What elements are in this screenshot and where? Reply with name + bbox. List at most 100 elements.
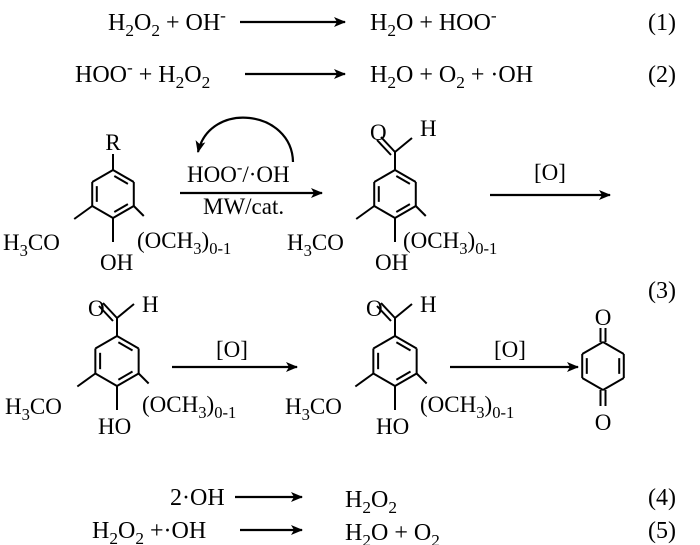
formula-text: HO	[98, 414, 131, 439]
formula-text: O + O	[371, 520, 431, 545]
aldehyde2-labels: O H H3CO HO (OCH3)0-1	[5, 292, 236, 439]
ring-bond	[372, 372, 396, 387]
equation-4: 2·OH H2O2 (4)	[170, 485, 676, 517]
formula-text: HOO	[187, 162, 237, 187]
methoxy-label: H3CO	[287, 230, 344, 260]
ring-bond	[91, 169, 114, 183]
ring-bond	[94, 372, 118, 387]
optional-methoxy-bond	[133, 205, 145, 217]
formula-text: (OCH	[137, 228, 193, 253]
equation-2: HOO- + H2O2 H2O + O2 + ·OH (2)	[75, 58, 676, 92]
methoxy-bond	[354, 372, 374, 388]
hydroxyl-label: OH	[100, 250, 133, 275]
formula-text: H	[420, 116, 437, 141]
eq1-reactants: H2O2 + OH-	[108, 6, 226, 40]
carbonyl-bond	[380, 136, 396, 153]
carbonyl-o-label: O	[366, 296, 383, 321]
ring-bond	[394, 205, 417, 219]
carbonyl-double-bond	[376, 305, 392, 322]
double-bond	[113, 203, 129, 213]
aldehyde3-labels: O H H3CO HO (OCH3)0-1	[285, 292, 514, 439]
eq2-reactants: HOO- + H2O2	[75, 58, 210, 92]
ring-bond	[394, 169, 417, 183]
subscript: 0-1	[209, 239, 231, 258]
formula-text: O	[371, 487, 388, 513]
formula-text: MW/cat.	[203, 194, 284, 219]
superscript: -	[127, 58, 133, 77]
methoxy-bond	[76, 372, 96, 388]
subscript: 3	[22, 405, 30, 424]
subscript: 3	[198, 403, 206, 422]
formula-text: (5)	[648, 518, 676, 544]
superscript: -	[220, 6, 226, 25]
curved-arrow	[195, 116, 295, 163]
subscript: 3	[193, 239, 201, 258]
formula-text: H	[5, 394, 22, 419]
formula-text: O + HOO	[396, 10, 491, 36]
formula-text: O	[184, 62, 201, 88]
formula-text: )	[207, 392, 215, 417]
methoxy-label: H3CO	[5, 394, 62, 424]
formula-text: +·OH	[144, 518, 206, 544]
methoxy-label: H3CO	[3, 230, 60, 260]
ring-bond	[91, 205, 114, 219]
subscript: 2	[135, 529, 144, 545]
eq2-number: (2)	[648, 62, 676, 88]
optional-methoxy-label: (OCH3)0-1	[142, 392, 236, 422]
formula-text: R	[105, 130, 121, 155]
quinone-labels: O O	[595, 305, 612, 435]
oxidation-label: [O]	[534, 160, 566, 185]
formula-text: [O]	[216, 337, 248, 362]
aldehyde1-labels: O H H3CO OH (OCH3)0-1	[287, 116, 497, 275]
formula-text: O	[88, 296, 105, 321]
formula-text: CO	[28, 230, 60, 255]
ring-bond	[394, 372, 418, 387]
quinone-top-o: O	[595, 305, 612, 330]
subscript: 2	[176, 73, 185, 92]
formula-text: O + O	[396, 62, 456, 88]
formula-text: O	[134, 10, 151, 36]
oxidation-label: [O]	[494, 337, 526, 362]
subscript: 2	[362, 531, 371, 545]
formula-text: CO	[312, 230, 344, 255]
ring-bond	[372, 335, 396, 350]
formula-text: 2·OH	[170, 485, 225, 511]
subscript: 3	[302, 405, 310, 424]
formula-text: (3)	[648, 278, 676, 304]
formula-text: OH	[375, 250, 408, 275]
formula-text: H	[370, 62, 387, 88]
aldehyde-h-label: H	[420, 116, 437, 141]
carbonyl-o-label: O	[370, 120, 387, 145]
aldehyde-h-bond	[116, 303, 135, 319]
formula-text: )	[468, 228, 476, 253]
formula-text: + ·OH	[465, 62, 533, 88]
formula-text: )	[202, 228, 210, 253]
formula-text: O	[595, 305, 612, 330]
subscript: 2	[202, 73, 211, 92]
r-group-label: R	[105, 130, 121, 155]
reactant-labels: R H3CO OH (OCH3)0-1	[3, 130, 231, 275]
step3-arrow: [O]	[172, 337, 298, 372]
eq1-number: (1)	[648, 10, 676, 36]
carbonyl-bond	[102, 302, 118, 319]
ring-bond	[94, 335, 118, 350]
formula-text: /·OH	[242, 162, 289, 187]
ring-bond	[602, 341, 625, 355]
formula-text: O	[595, 410, 612, 435]
subscript: 2	[456, 73, 465, 92]
formula-text: + OH	[160, 10, 220, 36]
ring-bond	[581, 341, 604, 355]
formula-text: H	[3, 230, 20, 255]
eq1-products: H2O + HOO-	[370, 6, 497, 40]
aldehyde-h-bond	[394, 137, 413, 153]
ring-bond	[112, 205, 135, 219]
ring-bond	[116, 335, 140, 350]
superscript: -	[491, 6, 497, 25]
subscript: 0-1	[214, 403, 236, 422]
carbonyl-o-label: O	[88, 296, 105, 321]
ring-bond	[581, 377, 604, 391]
formula-text: H	[108, 10, 125, 36]
step1-condition: MW/cat.	[203, 194, 284, 219]
formula-text: [O]	[494, 337, 526, 362]
equation-1: H2O2 + OH- H2O + HOO- (1)	[108, 6, 676, 40]
